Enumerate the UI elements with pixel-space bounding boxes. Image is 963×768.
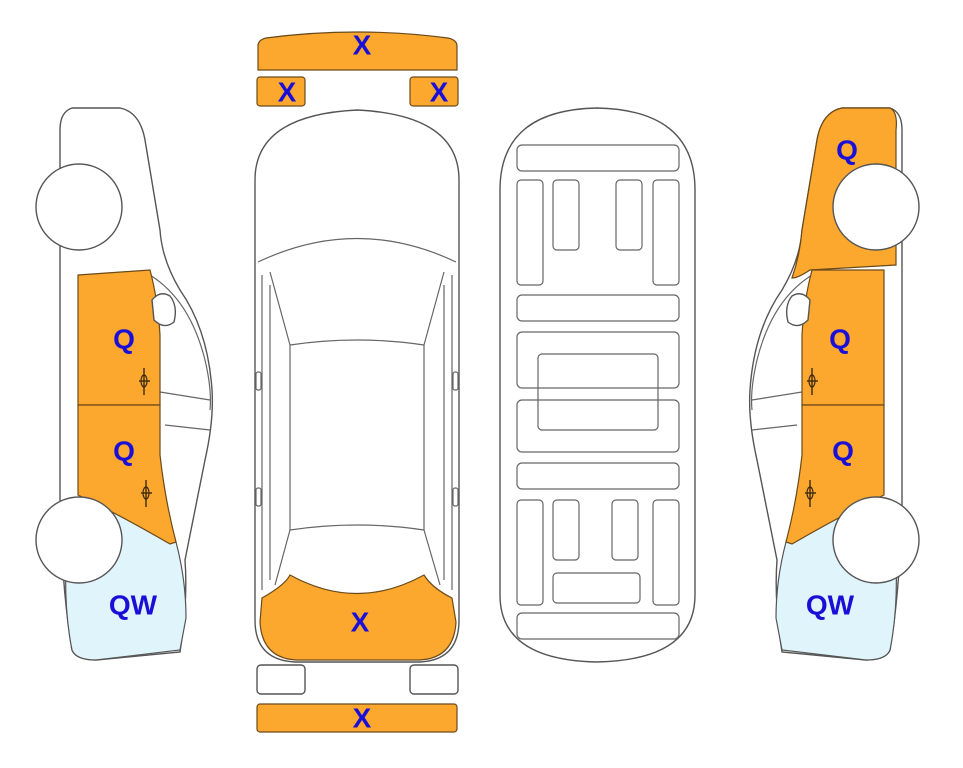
top-view-body (254, 109, 460, 663)
label-left-rear-door: Q (113, 436, 135, 467)
roof-top-strip[interactable] (257, 31, 458, 71)
top-left-strip[interactable] (256, 76, 306, 107)
top-view-mirror-left (255, 371, 262, 391)
bottom-right-box[interactable] (409, 664, 459, 695)
left-window-line (149, 274, 212, 411)
right-window-line (750, 274, 813, 411)
top-view-rear-window (274, 529, 441, 586)
label-right-front-fender: Q (836, 135, 858, 166)
right-front-wheel (832, 163, 920, 251)
bottom-strips (256, 664, 459, 733)
top-view-handle-left (255, 487, 262, 507)
top-view (254, 109, 460, 663)
label-right-rear-door: Q (832, 436, 854, 467)
right-mirror (785, 293, 811, 327)
top-view-cabin (269, 271, 445, 346)
top-right-strip[interactable] (409, 76, 459, 107)
label-right-rear-quarter: QW (806, 590, 855, 621)
top-view-roof (289, 345, 425, 531)
right-window-line-2 (751, 391, 803, 431)
bottom-bar-strip[interactable] (256, 703, 458, 733)
left-door-handles (139, 368, 152, 507)
label-roof-top: X (353, 30, 372, 61)
right-door-handles (805, 368, 818, 507)
top-view-handle-right (452, 487, 459, 507)
left-rear-wheel (35, 496, 123, 584)
left-front-wheel (35, 163, 123, 251)
label-bottom-bar: X (353, 703, 372, 734)
damage-labels: X X X X X Q Q QW Q Q Q QW (109, 30, 858, 734)
left-window-line-2 (159, 391, 211, 431)
top-view-side-left (261, 275, 271, 590)
underbody-view (499, 107, 696, 663)
label-top-left: X (278, 77, 297, 108)
label-right-front-door: Q (829, 324, 851, 355)
label-left-front-door: Q (113, 324, 135, 355)
top-strips (256, 31, 459, 107)
rear-bumper-area-panel[interactable] (259, 574, 457, 661)
bottom-left-box[interactable] (256, 664, 306, 695)
top-view-hood-line (257, 238, 457, 263)
right-side-view (748, 107, 920, 661)
right-rear-wheel (832, 496, 920, 584)
underbody-outline (499, 107, 696, 663)
left-side-view (35, 107, 214, 661)
top-view-side-right (443, 275, 453, 590)
left-mirror (151, 293, 177, 327)
label-left-rear-quarter: QW (109, 590, 158, 621)
top-view-mirror-right (452, 371, 459, 391)
label-top-right: X (430, 77, 449, 108)
label-rear-bumper-area: X (351, 607, 370, 638)
